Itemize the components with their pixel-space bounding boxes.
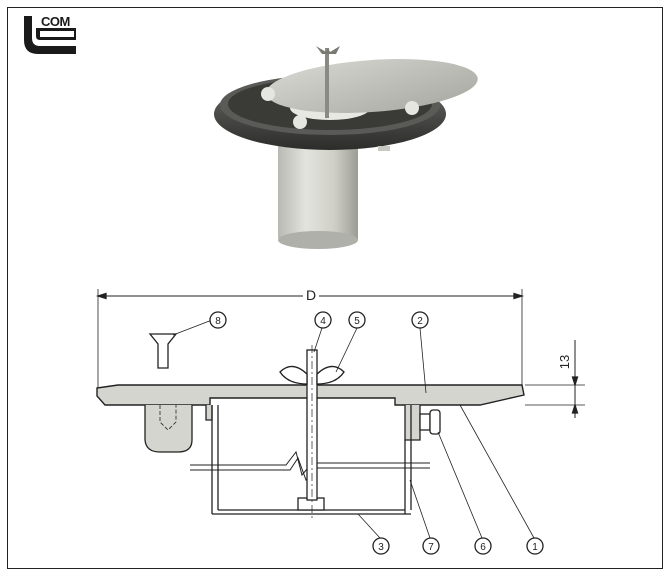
cross-section [95,289,585,555]
product-photo [214,46,478,249]
callout-1: 1 [532,542,538,553]
dimension-height-label: 13 [557,355,572,369]
callout-4: 4 [320,316,326,327]
callout-5: 5 [354,316,360,327]
brand-logo [24,16,76,54]
logo-text: COM [41,14,70,29]
callout-6: 6 [480,542,486,553]
dimension-d-label: D [306,287,316,303]
callout-7: 7 [428,542,434,553]
callout-8: 8 [215,316,221,327]
callout-3: 3 [378,542,384,553]
callout-2: 2 [417,316,423,327]
